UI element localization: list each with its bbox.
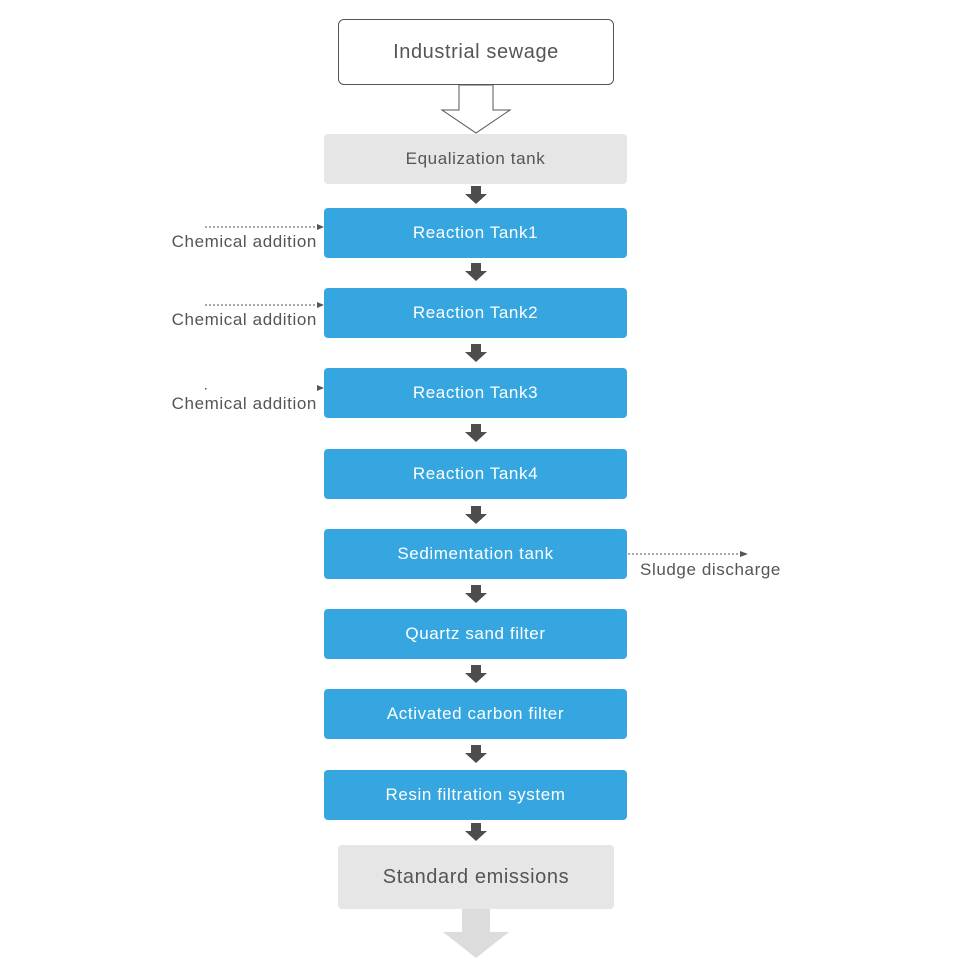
reaction-tank-3-box: Reaction Tank3: [324, 368, 627, 418]
flow-arrow-1: [465, 186, 487, 204]
chemical-addition-label-2: Chemical addition: [171, 310, 317, 329]
industrial-sewage-box: Industrial sewage: [338, 19, 614, 85]
flow-arrow-3: [465, 344, 487, 362]
flow-arrow-4: [465, 424, 487, 442]
input-flow-arrow: [440, 84, 512, 134]
sedimentation-tank-box: Sedimentation tank: [324, 529, 627, 579]
flow-arrow-5: [465, 506, 487, 524]
equalization-tank-box: Equalization tank: [324, 134, 627, 184]
reaction-tank-2-box: Reaction Tank2: [324, 288, 627, 338]
activated-carbon-filter-box: Activated carbon filter: [324, 689, 627, 739]
reaction-tank-1-box: Reaction Tank1: [324, 208, 627, 258]
reaction-tank-4-label: Reaction Tank4: [412, 464, 539, 483]
chemical-input-arrowhead-1: [317, 224, 324, 230]
resin-filtration-system-label: Resin filtration system: [385, 785, 566, 804]
industrial-sewage-label: Industrial sewage: [393, 40, 559, 63]
reaction-tank-1-label: Reaction Tank1: [412, 223, 539, 242]
sludge-discharge-label: Sludge discharge: [640, 560, 781, 579]
sedimentation-tank-label: Sedimentation tank: [397, 544, 554, 563]
quartz-sand-filter-label: Quartz sand filter: [405, 624, 546, 643]
activated-carbon-filter-label: Activated carbon filter: [386, 704, 565, 723]
resin-filtration-system-box: Resin filtration system: [324, 770, 627, 820]
reaction-tank-2-label: Reaction Tank2: [412, 303, 539, 322]
chemical-addition-label-3: Chemical addition: [171, 394, 317, 413]
flow-arrow-9: [465, 823, 487, 841]
standard-emissions-box: Standard emissions: [338, 845, 614, 909]
chemical-input-arrowhead-3: [317, 385, 324, 391]
chemical-addition-label-1: Chemical addition: [171, 232, 317, 251]
flow-arrow-6: [465, 585, 487, 603]
chemical-input-dot-3: [205, 388, 207, 390]
reaction-tank-3-label: Reaction Tank3: [412, 383, 539, 402]
flow-arrow-2: [465, 263, 487, 281]
standard-emissions-label: Standard emissions: [382, 865, 570, 888]
flow-arrow-7: [465, 665, 487, 683]
chemical-input-arrowhead-2: [317, 302, 324, 308]
output-flow-arrow: [443, 909, 509, 958]
equalization-tank-label: Equalization tank: [405, 149, 546, 168]
flow-arrow-8: [465, 745, 487, 763]
sludge-output-arrowhead: [740, 551, 748, 557]
quartz-sand-filter-box: Quartz sand filter: [324, 609, 627, 659]
reaction-tank-4-box: Reaction Tank4: [324, 449, 627, 499]
